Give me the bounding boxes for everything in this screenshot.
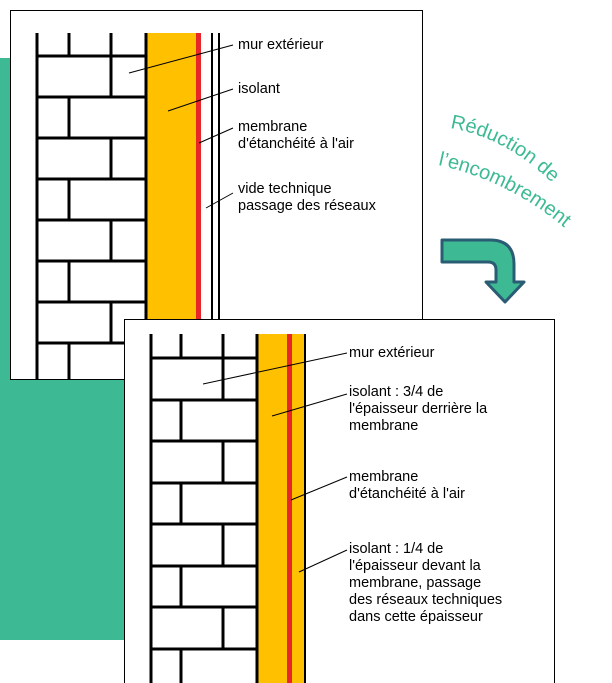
top-label-membrane: membrane d'étanchéité à l'air [238, 119, 354, 152]
bottom-brick-wall [149, 334, 259, 683]
bottom-membrane-layer [287, 334, 292, 683]
bottom-leader-insulation-front [298, 549, 348, 573]
bottom-label-insulation-back: isolant : 3/4 de l'épaisseur derrière la… [349, 384, 488, 434]
reduction-text-line2: l’encombrement [437, 148, 576, 231]
top-membrane-layer [196, 33, 201, 379]
bottom-leader-wall [202, 352, 348, 385]
bottom-insulation-layer [257, 334, 305, 683]
reduction-text-line1: Réduction de [449, 111, 564, 186]
curved-arrow-icon [440, 238, 526, 304]
top-label-insulation: isolant [238, 81, 280, 97]
top-leader-insulation [167, 88, 234, 112]
bottom-wall-diagram: mur extérieur isolant : 3/4 de l'épaisse… [124, 319, 555, 683]
bottom-label-insulation-front: isolant : 1/4 de l'épaisseur devant la m… [349, 541, 503, 625]
top-leader-membrane [198, 127, 234, 144]
bottom-label-membrane: membrane d'étanchéité à l'air [349, 469, 465, 502]
bottom-wall-drawing [149, 334, 348, 683]
top-label-wall: mur extérieur [238, 37, 324, 53]
bottom-leader-membrane [290, 476, 348, 501]
bottom-leader-insulation-back [271, 393, 348, 417]
top-label-service-void: vide technique passage des réseaux [238, 181, 376, 214]
bottom-label-wall: mur extérieur [349, 345, 435, 361]
top-leader-void [205, 192, 234, 209]
top-leader-wall [128, 44, 234, 74]
